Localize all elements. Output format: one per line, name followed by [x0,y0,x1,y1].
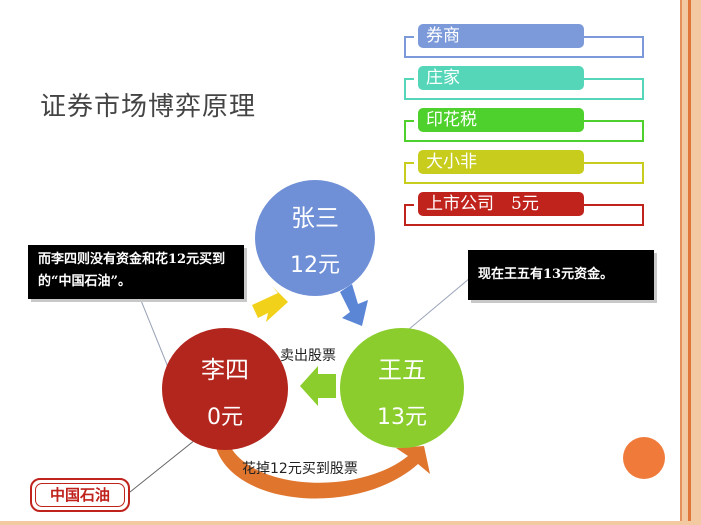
role-tag-lifted-shares: 大小非 [418,150,584,174]
person-lisi-name: 李四 [201,356,249,384]
person-lisi-amount: 0元 [207,405,243,430]
slide-title: 证券市场博弈原理 [40,92,257,122]
sell-stock-label: 卖出股票 [280,348,336,364]
wangwu-note-leader [407,277,471,331]
decorative-orange-dot [623,437,665,479]
role-bracket-stamp-duty [404,120,644,142]
role-label-brokers: 券商 [426,26,460,46]
role-label-lifted-shares: 大小非 [426,152,477,172]
wangwu-note: 现在王五有13元资金。 [468,250,654,300]
person-zhangsan-name: 张三 [291,204,339,232]
lisi-note: 而李四则没有资金和花12元买到的“中国石油”。 [28,245,244,299]
arrow-wangwu-to-lisi [300,366,336,406]
role-bracket-lifted-shares [404,162,644,184]
person-wangwu-amount: 13元 [377,405,427,430]
arrow-lisi-to-zhangsan [252,286,288,322]
role-tag-brokers: 券商 [418,24,584,48]
stock-leader [129,439,196,493]
role-label-listed-company: 上市公司 5元 [426,194,539,214]
buy-stock-label: 花掉12元买到股票 [242,461,358,477]
role-label-stamp-duty: 印花税 [426,110,477,130]
right-frame-border [680,0,701,525]
role-bracket-listed-company [404,204,644,226]
role-tag-stamp-duty: 印花税 [418,108,584,132]
person-zhangsan-node: 张三 12元 [255,180,375,296]
role-tag-dealer: 庄家 [418,66,584,90]
arrow-zhangsan-to-wangwu [340,284,368,326]
role-label-dealer: 庄家 [426,68,460,88]
role-bracket-brokers [404,36,644,58]
stock-label-text: 中国石油 [49,486,110,504]
role-bracket-dealer [404,78,644,100]
bottom-frame-border [0,521,701,525]
person-wangwu-name: 王五 [378,356,426,384]
stock-label-box: 中国石油 [30,478,130,512]
person-lisi-node: 李四 0元 [162,328,288,450]
role-tag-listed-company: 上市公司 5元 [418,192,584,216]
person-zhangsan-amount: 12元 [290,253,340,278]
person-wangwu-node: 王五 13元 [340,328,464,448]
